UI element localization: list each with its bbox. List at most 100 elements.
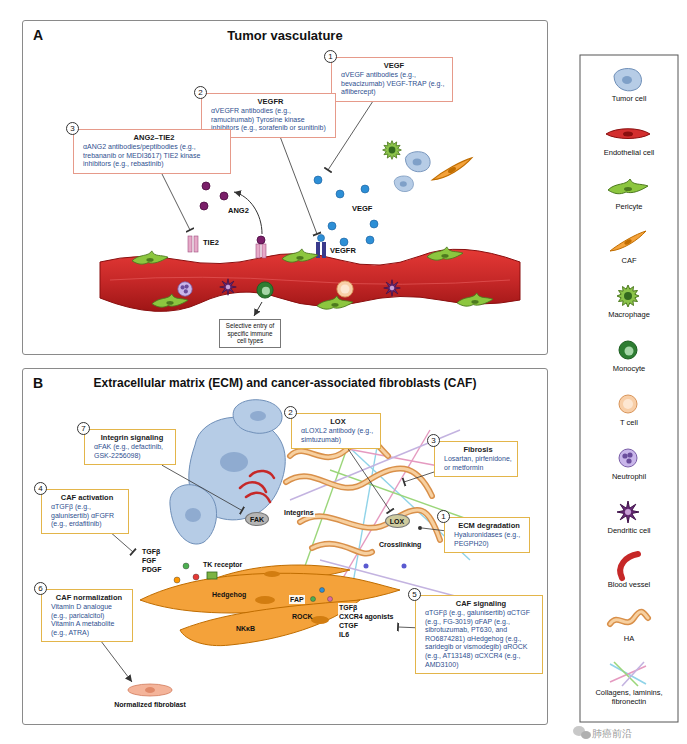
normalized-fibroblast-cell-part [145,687,155,693]
tumor-cell-icon-part [413,158,422,165]
box-body: αANG2 antibodies/peptibodies (e.g., treb… [83,143,225,169]
panel-title: Extracellular matrix (ECM) and cancer-as… [53,376,517,391]
t-cell-icon-part [623,399,633,409]
neutrophil-icon [178,282,192,296]
monocyte-icon [619,341,637,359]
pericyte-icon [132,251,168,264]
pathway-label: NKκB [236,624,255,633]
callout-number: 7 [77,422,90,435]
macrophage-icon-part [383,141,402,160]
receptor-part [262,244,266,258]
t-cell-icon-part [337,281,353,297]
note-box: Selective entry of specific immune cell … [219,319,281,348]
normalized-fibroblast-cell [128,684,172,696]
box-heading: ECM degradation [454,521,524,531]
caf-icon-part [447,166,457,174]
ang2-ligands [200,182,228,210]
pericyte-icon-part [441,254,448,258]
monocyte-icon-part [257,282,273,298]
caf-cells-part [140,573,400,613]
therapy-box: 7Integrin signalingαFAK (e.g., defactini… [84,429,176,465]
pericyte-icon-part [427,247,463,260]
inhibitor-connector [162,465,242,510]
legend-label: T cell [583,418,675,427]
pericyte-icon-part [457,293,493,306]
tumor-cell-icon [405,152,430,172]
factor-label: IL6 [338,630,350,639]
dendritic-cell-icon-part [625,509,631,515]
panel: 1VEGFαVEGF antibodies (e.g., bevacizumab… [22,20,548,355]
box-body: αFAK (e.g., defactinib, GSK-2256098) [94,443,170,460]
legend-label: Endothelial cell [583,148,675,157]
protein-label: LOX [386,517,409,526]
t-cell-icon [619,395,637,413]
hyaluronan-part [312,544,372,554]
t-cell-icon-part [341,285,350,294]
factor-label: CTGF [338,621,359,630]
factor-label: PDGF [141,565,162,574]
vegf-ligands-part [314,176,322,184]
growth-factors-part [320,588,325,593]
tumor-cells-part [233,400,282,434]
caf-icon [432,158,472,180]
caf-icon [610,231,646,251]
neutrophil-icon-part [181,285,185,289]
pericyte-icon-part [608,179,648,194]
dendritic-cell-icon-part [384,280,401,297]
tumor-cells-part [250,411,266,421]
blood-vessel [100,249,520,311]
therapy-box: 3FibrosisLosartan, pirfenidone, or metfo… [434,441,518,477]
note-text: Selective entry of specific immune cell … [222,322,278,345]
therapy-box: 3ANG2–TIE2αANG2 antibodies/peptibodies (… [73,129,231,174]
legend-label: Blood vessel [583,580,675,589]
dendritic-cell-icon-part [617,501,639,523]
molecule-label: FAP [289,595,305,604]
callout-number: 2 [194,86,207,99]
receptor-part [322,242,326,258]
caf-cells [140,565,400,646]
caf-cells-part [311,616,329,624]
crosslink-dots-part [364,564,369,569]
pericyte-icon-part [282,249,318,262]
t-cell-icon-part [619,395,637,413]
callout-number: 6 [34,582,47,595]
hyaluronan [286,439,440,554]
hyaluronan-part [312,544,372,554]
panel-letter: A [33,27,43,43]
therapy-box: 2LOXαLOXL2 antibody (e.g., simtuzumab) [291,413,381,449]
caf-cells-part [264,571,280,577]
ang2-ligands-part [202,182,210,190]
box-body: αVEGF antibodies (e.g., bevacizumab) VEG… [341,71,447,97]
legend-frame [580,55,678,722]
pericyte-icon-part [471,300,478,304]
legend-label: HA [583,634,675,643]
hyaluronan-part [286,468,432,496]
macrophage-icon-part [389,147,396,154]
molecule-label: Integrins [283,508,315,517]
vegf-ligands [314,176,378,246]
dendritic-cell-icon [220,279,237,296]
cell-label: Normalized fibroblast [100,700,200,709]
tumor-cell-icon [394,176,413,192]
neutrophil-icon-part [626,458,631,463]
blood-vessel-icon [620,554,638,578]
receptor-part [256,244,260,258]
entry-arrow [254,302,262,316]
watermark-icon [573,726,591,739]
blood-vessel-icon-part [620,554,638,578]
therapy-box: 6CAF normalizationVitamin D analogue (e.… [41,589,133,642]
ligand-label: VEGF [352,204,372,215]
vegf-ligands-part [361,185,369,193]
caf-icon-part [610,231,646,251]
endothelial-cell-icon-part [623,132,633,137]
therapy-box: 4CAF activationαTGFβ (e.g., galunisertib… [41,489,129,534]
vegf-ligands-part [328,222,336,230]
crosslink-dots-part [402,564,407,569]
therapy-box: 5CAF signalingαTGFβ (e.g., galunisertib)… [415,595,543,674]
dendritic-cell-icon [617,501,639,523]
box-heading: CAF signaling [425,599,537,609]
pericyte-icon-part [296,256,303,260]
hyaluronan-part [286,468,432,496]
pericyte-icon-part [624,187,632,191]
macrophage-icon [617,285,639,307]
